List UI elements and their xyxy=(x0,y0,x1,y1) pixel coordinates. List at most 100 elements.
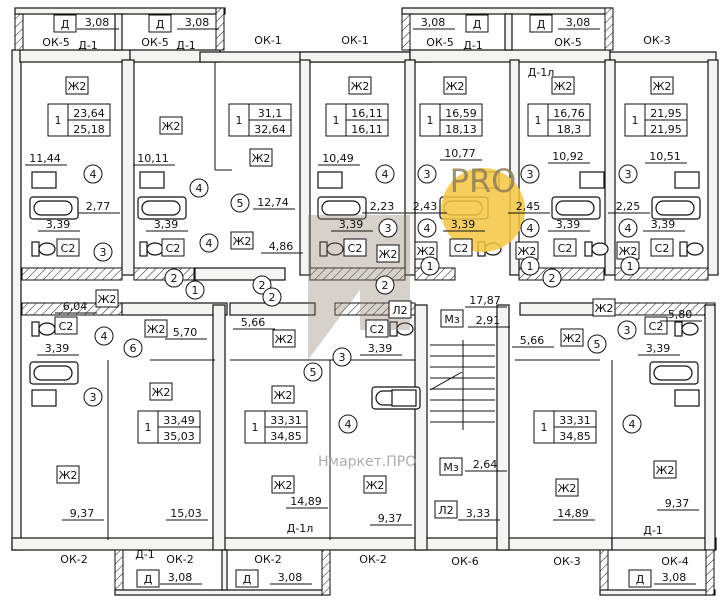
area-table-total: 18,13 xyxy=(445,123,477,136)
room-marker-circle xyxy=(520,218,540,238)
room-code: Ж2 xyxy=(379,248,398,261)
room-code-box xyxy=(650,76,674,95)
room-marker-circle xyxy=(94,326,114,346)
wall-segment xyxy=(221,549,228,591)
area-table-living: 16,76 xyxy=(553,107,585,120)
room-marker: 1 xyxy=(627,260,634,273)
balcony-label: 3,08 xyxy=(662,571,687,584)
window-door-label: ОК-5 xyxy=(554,36,581,49)
room-code: Ж2 xyxy=(563,332,582,345)
wall-segment xyxy=(114,589,331,596)
wall-segment xyxy=(404,59,416,276)
room-area: 3,39 xyxy=(154,218,179,231)
room-marker: 5 xyxy=(237,197,244,210)
bathtub-basin-icon xyxy=(321,200,361,216)
room-code: Ж2 xyxy=(147,323,166,336)
balcony-label-box xyxy=(53,14,77,33)
wall-segment xyxy=(114,549,124,596)
window-door-label: Д-1 xyxy=(78,39,98,52)
area-table-total: 35,03 xyxy=(163,430,195,443)
room-code-box xyxy=(144,319,168,338)
room-area: 3,39 xyxy=(46,218,71,231)
room-code-box xyxy=(592,298,616,317)
room-code-box xyxy=(560,328,584,347)
area-table-total: 34,85 xyxy=(559,430,591,443)
room-code-box xyxy=(388,300,412,319)
balcony-label-box xyxy=(148,14,172,33)
room-code: С2 xyxy=(558,242,573,255)
room-code: Ж2 xyxy=(59,469,78,482)
room-code: Ж2 xyxy=(619,245,638,258)
area-table-living: 33,49 xyxy=(163,414,195,427)
window-door-label: ОК-4 xyxy=(661,555,688,568)
room-code-box xyxy=(249,148,273,167)
room-code: Ж2 xyxy=(653,80,672,93)
room-area: 9,37 xyxy=(665,497,690,510)
balcony-label: Д xyxy=(537,18,546,31)
room-marker: 6 xyxy=(130,342,137,355)
area-table-rooms: 1 xyxy=(145,421,152,434)
room-marker-circle xyxy=(587,334,607,354)
wall-segment xyxy=(114,13,123,51)
room-code: Ж2 xyxy=(554,80,573,93)
area-table-living: 21,95 xyxy=(650,107,682,120)
room-code: Ж2 xyxy=(162,120,181,133)
window-door-label: Д-1 xyxy=(643,524,663,537)
window-door-label: ОК-5 xyxy=(426,36,453,49)
room-code-box xyxy=(365,319,389,338)
wall-segment xyxy=(14,7,226,15)
room-code-box xyxy=(443,76,467,95)
room-marker: 4 xyxy=(196,182,203,195)
area-table-total: 34,85 xyxy=(270,430,302,443)
room-code-box xyxy=(271,385,295,404)
room-code: Л2 xyxy=(438,504,453,517)
kitchen-sink-icon xyxy=(674,389,700,407)
balcony-label: 3,08 xyxy=(421,16,446,29)
room-code: Ж2 xyxy=(275,333,294,346)
area-table-rooms: 1 xyxy=(535,114,542,127)
room-code-box xyxy=(653,460,677,479)
wall-segment xyxy=(599,589,716,596)
wall-segment xyxy=(704,304,716,551)
wall-segment xyxy=(611,537,717,551)
window-door-label: ОК-5 xyxy=(42,36,69,49)
room-area: 3,39 xyxy=(339,218,364,231)
room-code: С2 xyxy=(166,242,181,255)
room-marker-circle xyxy=(617,320,637,340)
balcony-label: Д xyxy=(243,573,252,586)
balcony-label: Д xyxy=(473,18,482,31)
wall-segment xyxy=(11,537,613,551)
toilet-bowl-icon xyxy=(38,322,56,336)
room-code: С2 xyxy=(649,320,664,333)
toilet-tank-icon xyxy=(139,241,148,257)
toilet-bowl-icon xyxy=(591,242,609,256)
room-marker-circle xyxy=(189,178,209,198)
room-area: 4,86 xyxy=(269,240,294,253)
toilet-tank-icon xyxy=(679,241,688,257)
wall-segment xyxy=(599,549,609,596)
area-table-living: 23,64 xyxy=(73,107,105,120)
window-door-label: ОК-6 xyxy=(451,555,478,568)
stair-break-line xyxy=(429,371,463,391)
room-marker-circle xyxy=(123,338,143,358)
room-area: 3,39 xyxy=(45,342,70,355)
room-marker-circle xyxy=(618,218,638,238)
toilet-tank-icon xyxy=(31,321,40,337)
balcony-label-box xyxy=(136,569,160,588)
room-marker-circle xyxy=(417,218,437,238)
area-table-total: 32,64 xyxy=(254,123,286,136)
room-code: Ж2 xyxy=(274,389,293,402)
room-code: Ж2 xyxy=(252,152,271,165)
wall-segment xyxy=(604,59,616,276)
room-code: Ж2 xyxy=(518,245,537,258)
room-marker-circle xyxy=(303,362,323,382)
room-code-box xyxy=(54,316,78,335)
room-marker: 4 xyxy=(625,222,632,235)
room-area: 10,92 xyxy=(552,150,584,163)
balcony-label: Д xyxy=(636,573,645,586)
room-marker-circle xyxy=(199,233,219,253)
room-code: Ж2 xyxy=(274,479,293,492)
area-table-living: 31,1 xyxy=(258,107,283,120)
